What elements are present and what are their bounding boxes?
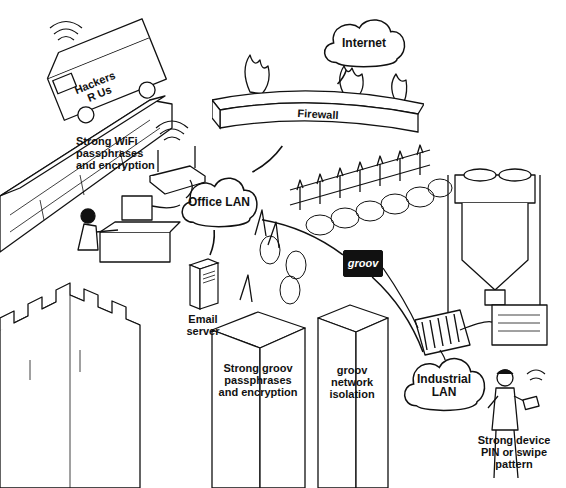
network-cable: [372, 277, 423, 352]
server-front: [200, 263, 218, 309]
node-text: Email server: [172, 313, 234, 337]
server-slots: [203, 271, 215, 283]
network-cable: [210, 230, 214, 255]
server-node: Email server: [180, 255, 226, 339]
network-cloud: Office LAN: [176, 172, 262, 230]
network-cable: [262, 220, 343, 255]
network-cable: [252, 146, 282, 172]
callout-note: groov network isolation: [320, 364, 384, 400]
server-side: [190, 265, 200, 309]
node-text: Office LAN: [176, 196, 262, 209]
node-text: Industrial LAN: [398, 373, 490, 399]
network-cloud: Internet: [318, 14, 410, 70]
node-text: groov: [344, 257, 382, 270]
network-cable: [338, 70, 347, 84]
callout-note: Strong device PIN or swipe pattern: [468, 434, 560, 470]
wall-end: [212, 100, 220, 128]
firewall-wall: Firewall: [212, 84, 424, 146]
node-text: Internet: [318, 37, 410, 50]
device-box: groov: [343, 250, 383, 277]
network-cloud: Industrial LAN: [398, 352, 490, 414]
callout-note: Strong groov passphrases and encryption: [214, 362, 302, 398]
callout-note: Strong WiFi passphrases and encryption: [76, 135, 158, 171]
